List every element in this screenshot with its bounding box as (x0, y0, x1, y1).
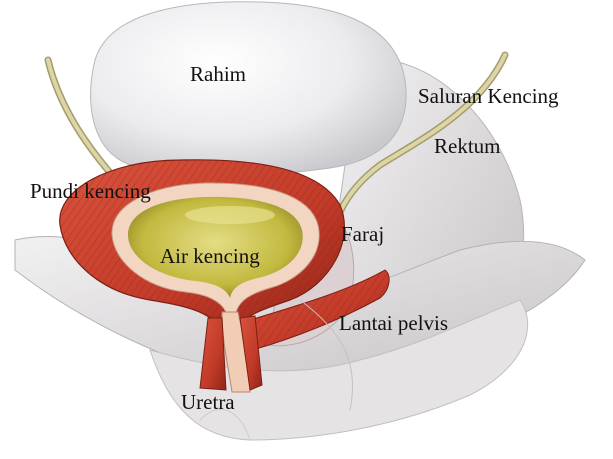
label-bladder: Pundi kencing (30, 181, 151, 202)
label-uterus: Rahim (190, 64, 246, 85)
label-pelvic-floor: Lantai pelvis (339, 313, 448, 334)
label-ureter: Saluran Kencing (418, 86, 559, 107)
urine-highlight (185, 206, 275, 224)
label-urine: Air kencing (160, 246, 260, 267)
uterus-shape (91, 2, 407, 176)
label-urethra: Uretra (181, 392, 235, 413)
label-vagina: Faraj (341, 224, 384, 245)
label-rectum: Rektum (434, 136, 501, 157)
